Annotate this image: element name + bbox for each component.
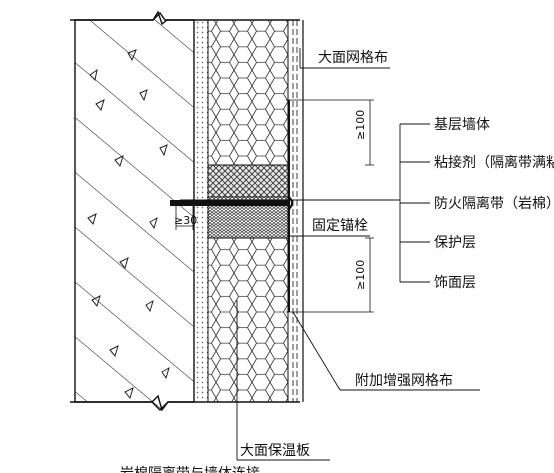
render-layers [287,20,304,402]
label-adhesive: 粘接剂（隔离带满粘 [434,154,554,171]
fire-barrier [207,164,289,239]
label-anchor: 固定锚栓 [312,218,368,234]
label-finish-layer: 饰面层 [434,275,476,291]
adhesive-layer [193,19,209,403]
label-extra-mesh: 附加增强网格布 [355,373,453,389]
overlap-dimensions [286,99,374,313]
label-base-wall: 基层墙体 [434,116,490,133]
dim-upper-overlap: ≥100 [354,110,367,140]
dim-lower-overlap: ≥100 [354,260,367,290]
caption: 岩棉隔离带与墙体连接 [120,465,260,473]
leader-lines [180,48,480,461]
label-mesh-cloth: 大面网格布 [318,50,388,66]
break-lines [70,10,300,412]
label-protective-layer: 保护层 [434,235,476,251]
dim-anchor-depth: ≥30 [174,214,197,227]
label-insulation-board: 大面保温板 [240,443,310,459]
label-fire-barrier: 防火隔离带（岩棉） [434,195,554,212]
